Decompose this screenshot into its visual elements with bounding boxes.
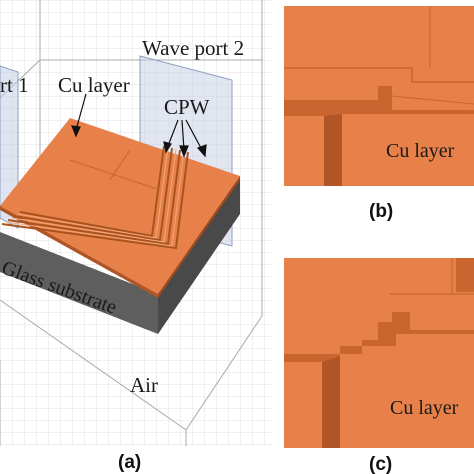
cu-pattern-line: [109, 149, 131, 181]
cpw-lines: [1, 145, 189, 250]
air-box: [0, 0, 263, 446]
cu-layer-edge-side: [158, 176, 240, 298]
wave-port-1-label: rt 1: [0, 73, 29, 97]
panel-b-label: Cu layer: [386, 140, 455, 162]
cu-layer-surface: [0, 118, 240, 294]
panel-c-label: Cu layer: [390, 397, 459, 419]
cu-layer-label: Cu layer: [58, 73, 130, 97]
panel-b-caption: (b): [369, 201, 393, 222]
panel-c-caption: (c): [369, 454, 392, 474]
panel-c: Cu layer (c): [284, 258, 474, 474]
cpw-label: CPW: [164, 95, 210, 119]
air-label: Air: [130, 373, 158, 397]
cpw-highlight: [5, 146, 185, 247]
panel-b: Cu layer (b): [284, 6, 474, 222]
glass-substrate-front: [0, 232, 158, 334]
panel-a-caption: (a): [118, 452, 141, 473]
wave-port-1-plane: [0, 65, 19, 229]
panel-a: rt 1 Wave port 2 Cu layer CPW Glass subs…: [0, 0, 272, 473]
cu-pattern-line: [69, 159, 161, 191]
glass-substrate-side: [158, 176, 240, 334]
label-arrows: [71, 93, 207, 158]
wave-port-2-label: Wave port 2: [142, 36, 244, 60]
